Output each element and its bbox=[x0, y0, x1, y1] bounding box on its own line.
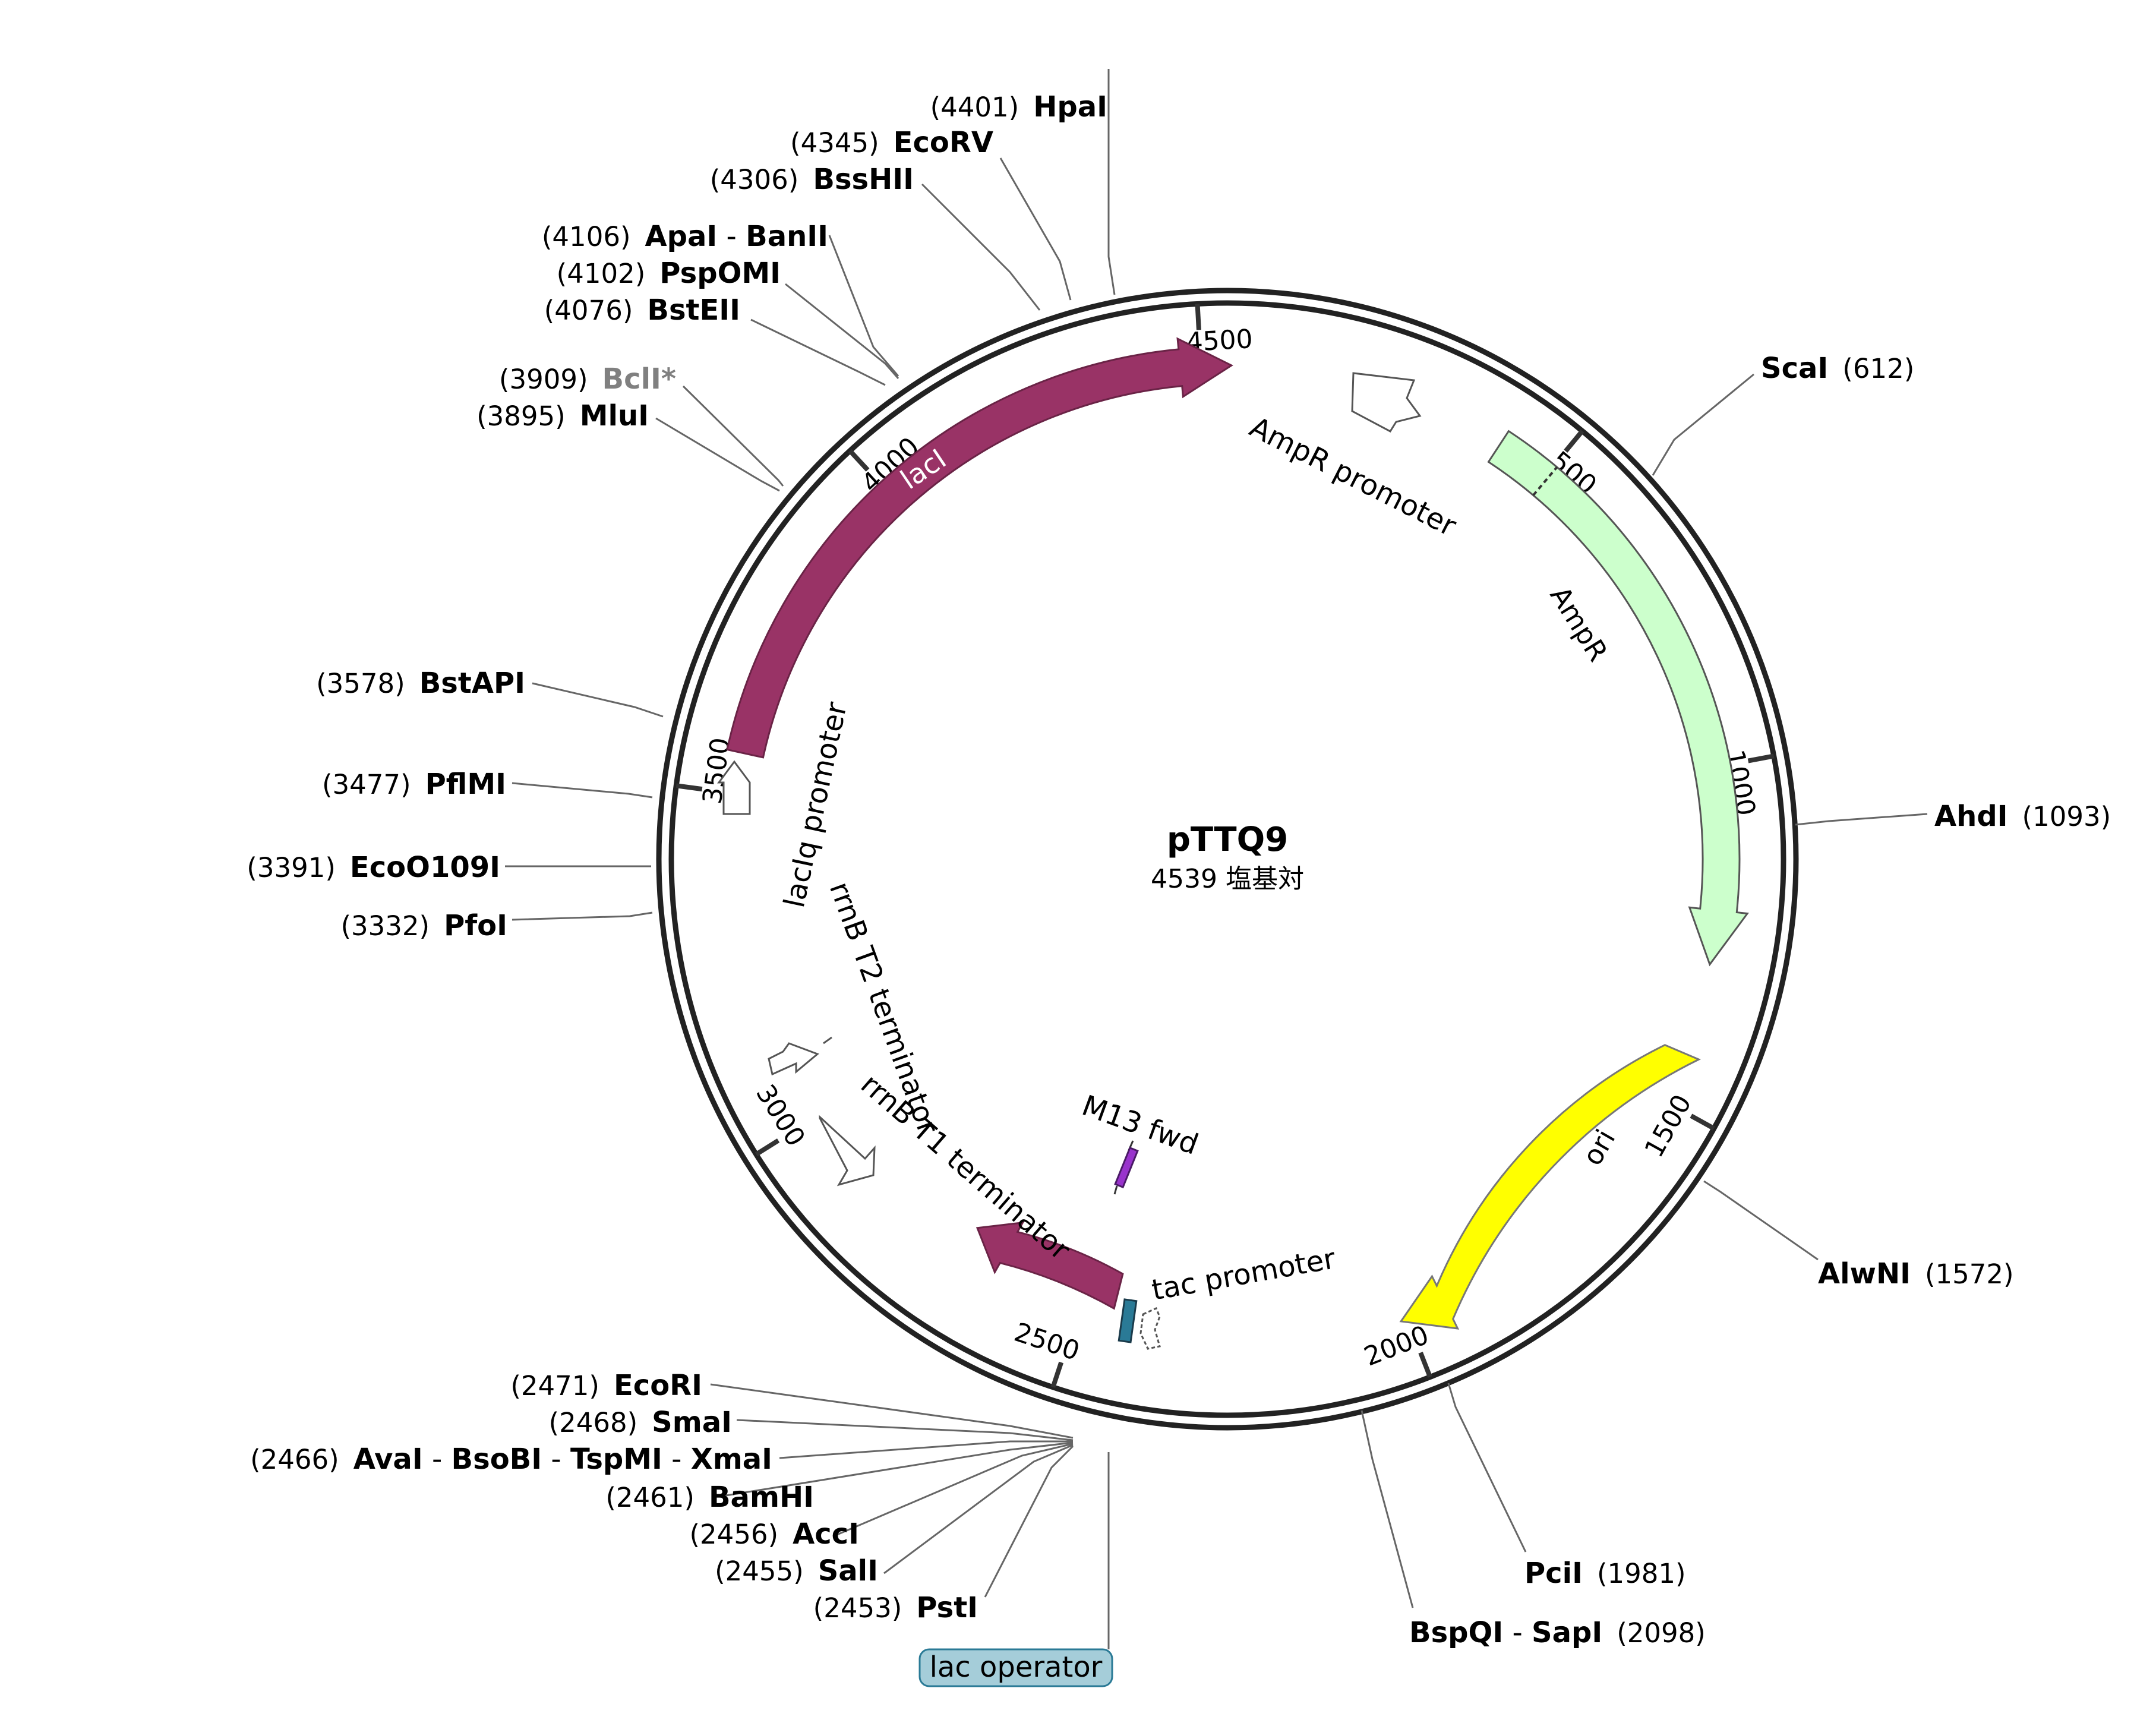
tick-label-2500: 2500 bbox=[1011, 1317, 1083, 1367]
backbone-inner-ring bbox=[668, 300, 1786, 1418]
tick-mark-4000 bbox=[848, 449, 870, 472]
feature-label-laciq-promoter: lacIq promoter bbox=[778, 699, 854, 911]
site-label-pspomi[interactable]: (4102)PspOMI bbox=[557, 257, 781, 290]
feature-ampr-promoter-arrow[interactable] bbox=[1351, 372, 1422, 433]
tick-mark-4500 bbox=[1195, 304, 1201, 330]
site-label-bspqi-sapi[interactable]: BspQI - SapI(2098) bbox=[1409, 1616, 1706, 1649]
plasmid-name: pTTQ9 bbox=[1167, 821, 1288, 859]
plasmid-length: 4539 塩基対 bbox=[1151, 864, 1304, 894]
site-labels: (4401)HpaI (4345)EcoRV (4306)BssHII (410… bbox=[247, 90, 2111, 1649]
site-label-mlui[interactable]: (3895)MluI bbox=[476, 399, 649, 433]
feature-rrnb-t2-leader bbox=[823, 1036, 832, 1045]
lac-operator-box[interactable] bbox=[918, 1648, 1113, 1687]
tick-mark-2000 bbox=[1418, 1352, 1432, 1378]
tick-mark-2500 bbox=[1050, 1361, 1063, 1389]
feature-rrnb-t2-terminator-arrow[interactable] bbox=[768, 1042, 819, 1076]
site-label-bstapi[interactable]: (3578)BstAPI bbox=[316, 667, 525, 700]
site-label-pfoi[interactable]: (3332)PfoI bbox=[340, 909, 507, 942]
site-label-bcli[interactable]: (3909)BclI* bbox=[499, 362, 676, 396]
tick-mark-500 bbox=[1564, 429, 1584, 453]
site-label-acci[interactable]: (2456)AccI bbox=[689, 1517, 859, 1551]
tick-label-3000: 3000 bbox=[750, 1080, 811, 1152]
tick-mark-1500 bbox=[1690, 1113, 1715, 1131]
feature-rrnb-t1-terminator-arrow[interactable] bbox=[819, 1115, 876, 1187]
site-label-psti[interactable]: (2453)PstI bbox=[813, 1591, 978, 1624]
backbone-outer-ring bbox=[656, 288, 1799, 1431]
site-leaders bbox=[505, 69, 1928, 1608]
feature-m13-fwd-tail bbox=[1113, 1185, 1118, 1195]
feature-m13-fwd-primer[interactable] bbox=[1114, 1146, 1139, 1189]
site-label-ecoo109i[interactable]: (3391)EcoO109I bbox=[247, 851, 500, 884]
site-label-pflmi[interactable]: (3477)PflMI bbox=[322, 768, 506, 801]
feature-ori-arrow[interactable] bbox=[1399, 1044, 1702, 1330]
feature-laci-arrow[interactable] bbox=[726, 337, 1233, 759]
site-label-ecori[interactable]: (2471)EcoRI bbox=[510, 1369, 702, 1402]
feature-ampr-promoter-overlap bbox=[1532, 466, 1558, 496]
site-label-ecorv[interactable]: (4345)EcoRV bbox=[790, 126, 993, 159]
site-label-sali[interactable]: (2455)SalI bbox=[715, 1554, 878, 1588]
site-label-scai[interactable]: ScaI(612) bbox=[1761, 352, 1914, 385]
site-label-ahdi[interactable]: AhdI(1093) bbox=[1934, 800, 2111, 833]
feature-label-m13-fwd: M13 fwd bbox=[1078, 1089, 1202, 1162]
site-label-pcii[interactable]: PciI(1981) bbox=[1524, 1557, 1686, 1590]
features bbox=[717, 337, 1749, 1350]
site-label-apai-banii[interactable]: (4106)ApaI - BanII bbox=[542, 220, 828, 253]
site-label-bsshii[interactable]: (4306)BssHII bbox=[710, 163, 914, 196]
site-label-alwni[interactable]: AlwNI(1572) bbox=[1818, 1257, 2014, 1290]
lac-operator-label: lac operator bbox=[930, 1651, 1103, 1684]
feature-lac-operator-mark[interactable] bbox=[1118, 1298, 1138, 1343]
tick-mark-3500 bbox=[675, 783, 703, 792]
feature-ampr-arrow[interactable] bbox=[1487, 430, 1749, 967]
feature-label-ampr: AmpR bbox=[1544, 580, 1615, 667]
site-label-avai-group[interactable]: (2466)AvaI - BsoBI - TspMI - XmaI bbox=[250, 1443, 772, 1476]
site-label-hpai[interactable]: (4401)HpaI bbox=[930, 90, 1107, 124]
site-label-bsteii[interactable]: (4076)BstEII bbox=[544, 294, 740, 327]
tick-label-1500: 1500 bbox=[1639, 1090, 1698, 1163]
site-label-bamhi[interactable]: (2461)BamHI bbox=[605, 1481, 814, 1514]
tick-mark-1000 bbox=[1747, 753, 1775, 763]
feature-laciq-promoter-arrow[interactable] bbox=[717, 760, 751, 815]
feature-label-rrnb-t1-terminator: rrnB T1 terminator bbox=[854, 1068, 1077, 1267]
feature-label-tac-promoter: tac promoter bbox=[1149, 1242, 1338, 1307]
feature-label-ampr-promoter: AmpR promoter bbox=[1245, 411, 1461, 543]
site-label-smai[interactable]: (2468)SmaI bbox=[549, 1406, 732, 1439]
feature-lacz-alpha-arrow[interactable] bbox=[976, 1221, 1124, 1310]
feature-tac-promoter-arrow[interactable] bbox=[1139, 1307, 1161, 1350]
tick-label-2000: 2000 bbox=[1360, 1320, 1433, 1372]
tick-mark-3000 bbox=[755, 1138, 780, 1157]
